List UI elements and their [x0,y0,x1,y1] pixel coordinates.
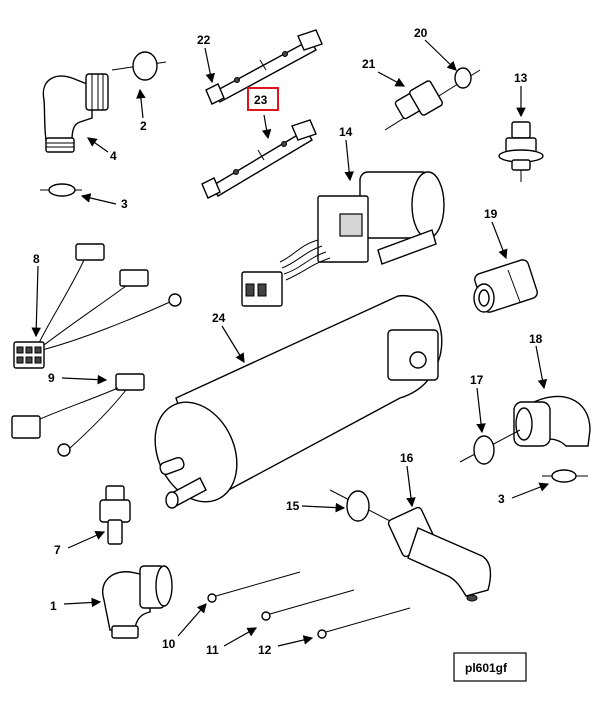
callout-24: 24 [212,311,226,325]
callout-3b: 3 [498,492,505,506]
tube-assembly-23 [201,119,317,199]
callout-15: 15 [286,499,300,513]
fitting-21 [384,69,481,131]
lead-12 [317,607,411,639]
callout-21: 21 [362,57,376,71]
o-ring-3a [40,183,82,197]
o-ring-15 [329,489,393,523]
o-ring-3b [542,469,588,483]
callout-20: 20 [414,26,428,40]
callout-10: 10 [162,637,176,651]
callout-3a: 3 [121,197,128,211]
figure-ref-box [453,652,527,682]
callout-13: 13 [514,71,528,85]
o-ring-17 [473,435,495,465]
callout-16: 16 [400,451,414,465]
coupling-19 [473,259,538,313]
lead-10 [207,571,301,603]
highlight-box-23 [247,87,279,111]
callout-1: 1 [50,599,57,613]
callout-22: 22 [197,33,211,47]
o-ring-20 [454,67,472,89]
callout-14: 14 [339,125,353,139]
valve-7 [99,485,131,545]
wiring-harness-8 [13,243,182,369]
pump-24 [154,295,443,509]
sensor-13 [498,121,544,182]
callout-8: 8 [33,252,40,266]
elbow-fitting-18 [459,395,591,463]
callout-2: 2 [140,119,147,133]
elbow-tube-16 [387,506,492,602]
tube-assembly-22 [205,29,323,105]
callout-7: 7 [54,543,61,557]
figure-ref-label: pl601gf [465,661,508,675]
callout-4: 4 [110,149,117,163]
callout-18: 18 [529,332,543,346]
callout-23: 23 [254,93,268,107]
callout-19: 19 [484,207,498,221]
lead-11 [261,589,355,621]
o-ring-2 [111,51,167,81]
callout-11: 11 [206,643,219,657]
callout-9: 9 [48,371,55,385]
motor-14 [241,171,445,307]
elbow-fitting-4 [42,73,109,153]
callout-12: 12 [258,643,272,657]
callout-17: 17 [470,373,484,387]
leader-lines [31,39,550,647]
wiring-9 [11,373,145,457]
elbow-fitting-1 [102,565,173,639]
